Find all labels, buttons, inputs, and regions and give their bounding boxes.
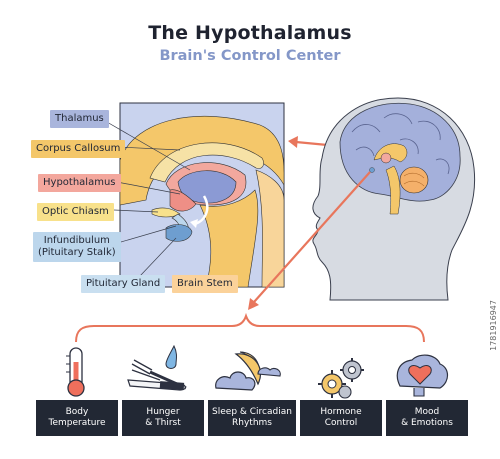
label-pituitary-gland: Pituitary Gland	[81, 275, 166, 293]
functions-bracket	[75, 312, 425, 343]
heart-brain-icon	[396, 354, 449, 397]
function-hunger-thirst: Hunger& Thirst	[122, 400, 204, 436]
stock-id-watermark: 1781916947	[489, 300, 498, 351]
page-title: The Hypothalamus	[148, 22, 352, 44]
label-infundibulum-line2: (Pituitary Stalk)	[38, 247, 116, 258]
fork-knife-drop-icon	[127, 344, 187, 391]
label-corpus-callosum: Corpus Callosum	[31, 140, 126, 158]
page-subtitle: Brain's Control Center	[159, 48, 341, 64]
label-thalamus: Thalamus	[50, 110, 109, 128]
label-infundibulum: Infundibulum (Pituitary Stalk)	[33, 232, 121, 262]
thermometer-icon	[66, 347, 85, 397]
gears-icon	[318, 358, 364, 399]
brain-section-inset	[119, 102, 285, 288]
label-brain-stem: Brain Stem	[172, 275, 238, 293]
label-optic-chiasm: Optic Chiasm	[37, 203, 114, 221]
label-hypothalamus: Hypothalamus	[38, 174, 121, 192]
leader-lines	[99, 117, 191, 277]
moon-clouds-icon	[215, 351, 281, 391]
head-silhouette	[312, 97, 476, 301]
function-mood-emotions: Mood& Emotions	[386, 400, 468, 436]
arrow-to-functions	[248, 171, 371, 310]
label-infundibulum-line1: Infundibulum	[43, 235, 110, 246]
